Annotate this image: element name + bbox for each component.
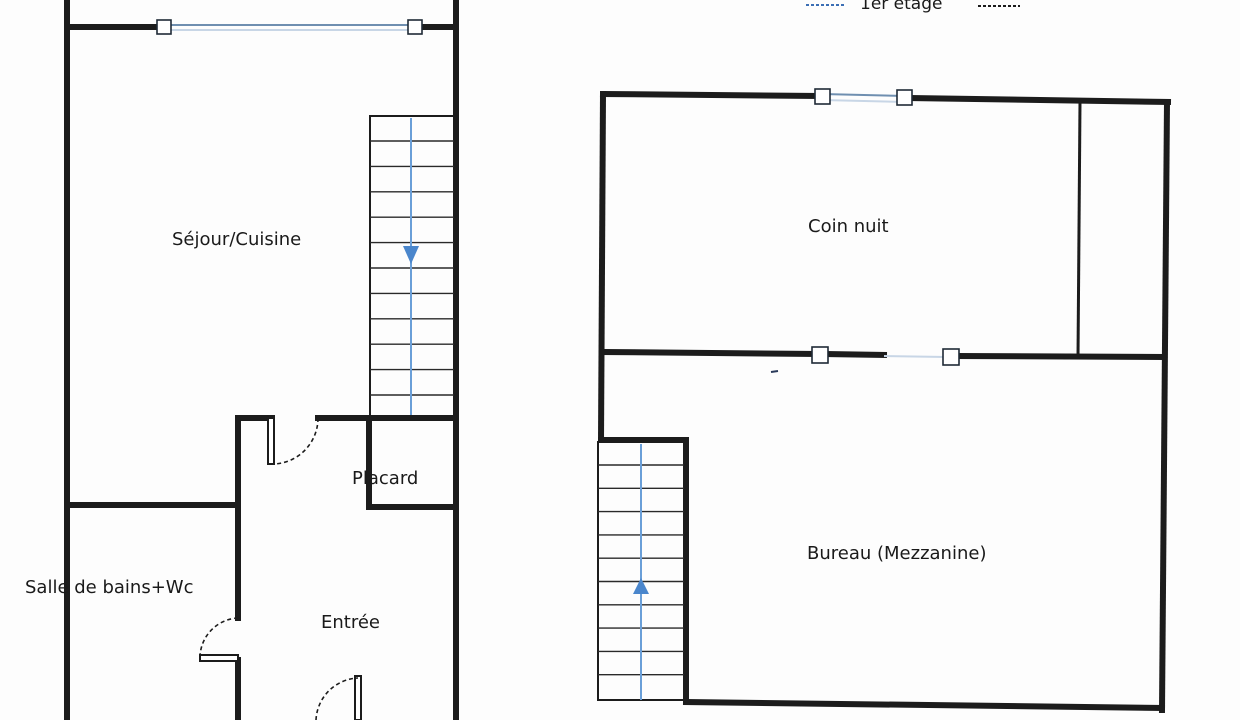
door-sejour-entree: [267, 417, 319, 465]
ground-floor-plan: [64, 0, 459, 720]
wall-closet-partition: [1076, 101, 1082, 358]
window-mezzanine: [811, 346, 960, 366]
wall-left-upper: [597, 90, 607, 444]
staircase-down: [369, 115, 455, 419]
pen-mark: [770, 370, 779, 373]
wall-mid-c: [952, 352, 1167, 361]
wall-mid-a: [599, 348, 820, 358]
stair-arrow-down-icon: [403, 246, 419, 264]
room-label-bureau: Bureau (Mezzanine): [807, 543, 987, 564]
wall-right: [1158, 98, 1171, 714]
door-entrance: [315, 675, 362, 720]
staircase-up: [597, 441, 685, 701]
window-top-left-plan: [156, 19, 423, 35]
door-salle-de-bains: [199, 617, 239, 662]
window-coin-nuit: [814, 88, 913, 106]
room-label-salle-de-bains: Salle de bains+Wc: [25, 577, 194, 598]
room-label-coin-nuit: Coin nuit: [808, 216, 889, 237]
stair-arrow-up-icon: [633, 578, 649, 594]
wall-top-b: [906, 94, 1172, 106]
first-floor-plan: [597, 4, 1172, 714]
wall-top-a: [599, 90, 822, 100]
wall-bottom: [682, 698, 1166, 712]
room-label-placard: Placard: [352, 468, 419, 489]
wall-mid-b: [822, 350, 888, 359]
room-label-entree: Entrée: [321, 612, 380, 633]
room-label-sejour: Séjour/Cuisine: [172, 229, 302, 250]
floor-label: 1er étage: [860, 0, 943, 14]
